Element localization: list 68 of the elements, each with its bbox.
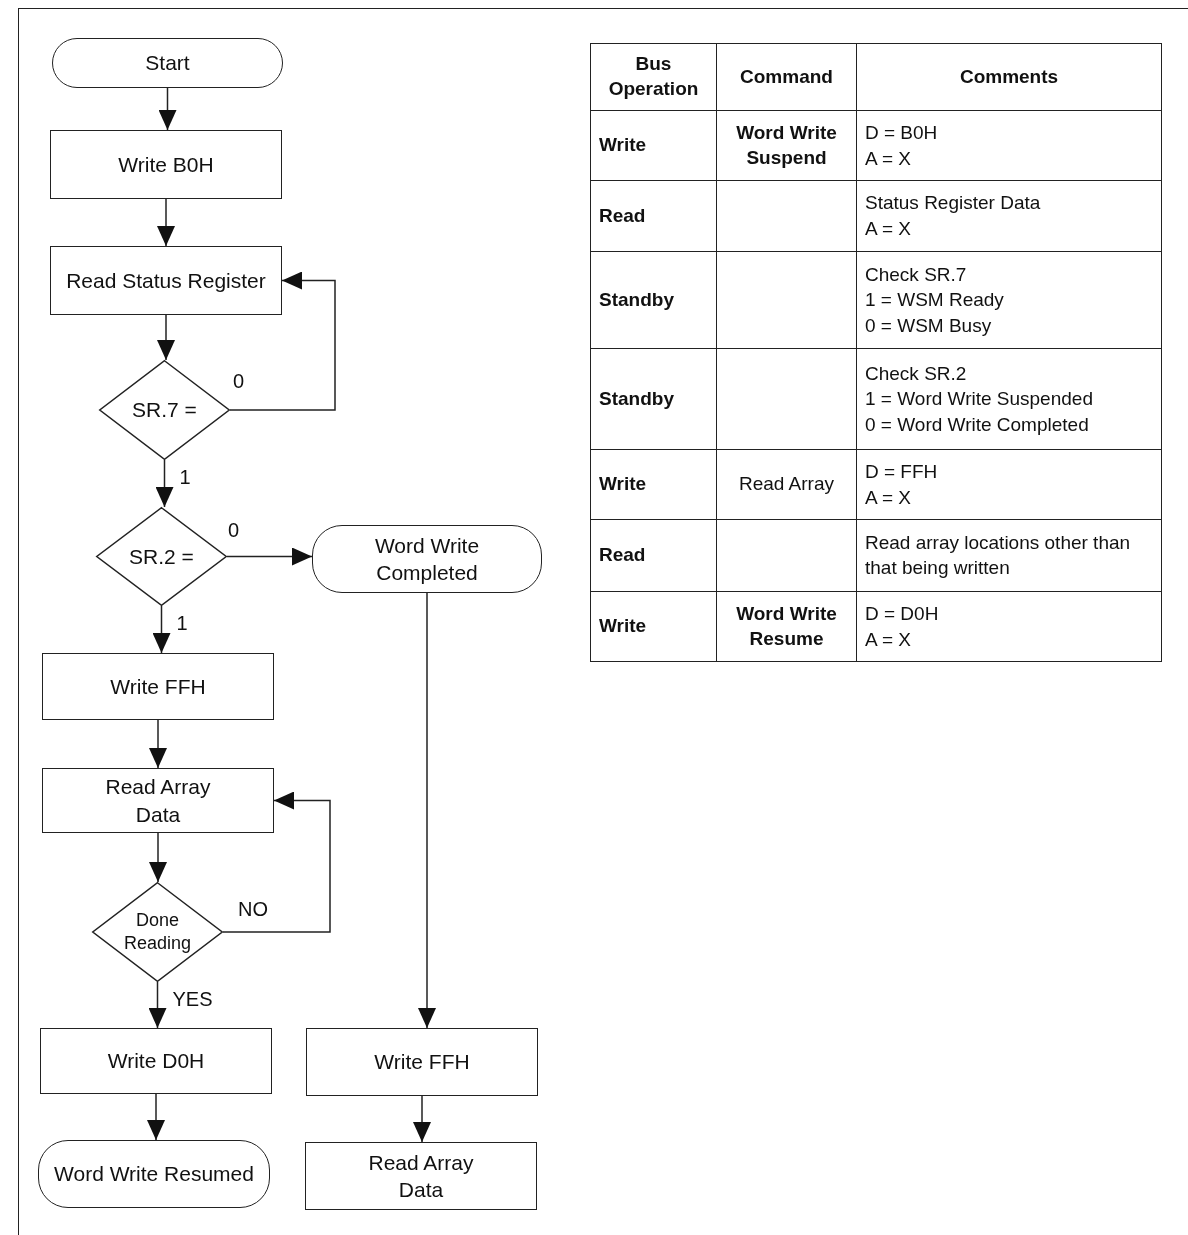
node-text: SR.2 =	[129, 543, 194, 570]
node-text: Write FFH	[374, 1049, 470, 1076]
cell-text: D = D0H	[865, 601, 939, 626]
header-cell: Comments	[857, 44, 1162, 111]
cell-text: D = FFH	[865, 459, 938, 484]
process-box	[40, 1028, 272, 1094]
flow-arrow	[158, 87, 177, 131]
flow-arrow	[418, 592, 436, 1029]
flow-arrow	[147, 1093, 165, 1141]
flow-arrow	[222, 791, 331, 933]
table-cell: Read Array	[717, 450, 857, 520]
cell-text: D = B0H	[865, 120, 938, 145]
flow-arrow	[148, 981, 167, 1029]
table-cell: Standby	[591, 349, 717, 450]
process-box	[305, 1142, 537, 1210]
table-cell: Word Write Resume	[717, 592, 857, 662]
table-cell: Write	[591, 450, 717, 520]
node-text: Write B0H	[118, 151, 214, 178]
cell-text: 0 = WSM Busy	[865, 313, 992, 338]
cell-text: Check SR.2	[865, 361, 967, 386]
process-box	[42, 653, 274, 720]
process-box	[50, 130, 282, 199]
process-box	[50, 246, 282, 315]
terminal-box	[312, 525, 542, 593]
cell-text: A = X	[865, 485, 911, 510]
node-text: Read Array Data	[104, 774, 212, 828]
table-cell: Word Write Suspend	[717, 111, 857, 181]
cell-text: 0 = Word Write Completed	[865, 412, 1089, 437]
flow-arrow	[149, 719, 167, 769]
table-cell: Read	[591, 520, 717, 592]
table-cell: Read array locations other than that being written	[857, 520, 1162, 592]
decision-diamond	[92, 882, 223, 982]
flow-arrow	[157, 198, 175, 247]
header-cell: Bus Operation	[591, 44, 717, 111]
cell-text: 1 = WSM Ready	[865, 288, 1004, 313]
node-text: Done Reading	[122, 908, 193, 955]
table-cell: Write	[591, 111, 717, 181]
cell-text: A = X	[865, 146, 911, 171]
header-cell: Command	[717, 44, 857, 111]
flow-arrow	[157, 314, 175, 361]
flow-arrow	[155, 459, 174, 508]
node-text: Word Write Completed	[373, 532, 481, 586]
node-text: Read Array Data	[367, 1149, 475, 1203]
flow-arrow	[413, 1095, 431, 1143]
decision-diamond	[99, 360, 230, 460]
node-text: Word Write Resumed	[54, 1161, 254, 1188]
node-text: Write FFH	[110, 673, 206, 700]
node-text: SR.7 =	[132, 397, 197, 424]
flow-arrow	[152, 605, 171, 654]
node-text: Start	[145, 50, 190, 77]
terminal-box	[52, 38, 283, 88]
decision-diamond	[96, 507, 227, 606]
flow-arrow	[229, 271, 336, 411]
cell-text: A = X	[865, 627, 911, 652]
cell-text: 1 = Word Write Suspended	[865, 387, 1093, 412]
node-text: Read Status Register	[66, 267, 266, 294]
cell-text: Check SR.7	[865, 262, 967, 287]
cell-text: A = X	[865, 217, 911, 241]
process-box	[306, 1028, 538, 1096]
terminal-box	[38, 1140, 270, 1208]
table-cell: Standby	[591, 252, 717, 349]
cell-text: Status Register Data	[865, 191, 1041, 216]
flow-arrow	[226, 547, 313, 566]
node-text: Write D0H	[107, 1048, 205, 1075]
flow-arrow	[149, 832, 167, 883]
table-cell: Write	[591, 592, 717, 662]
process-box	[42, 768, 274, 833]
table-cell: Read	[591, 181, 717, 252]
